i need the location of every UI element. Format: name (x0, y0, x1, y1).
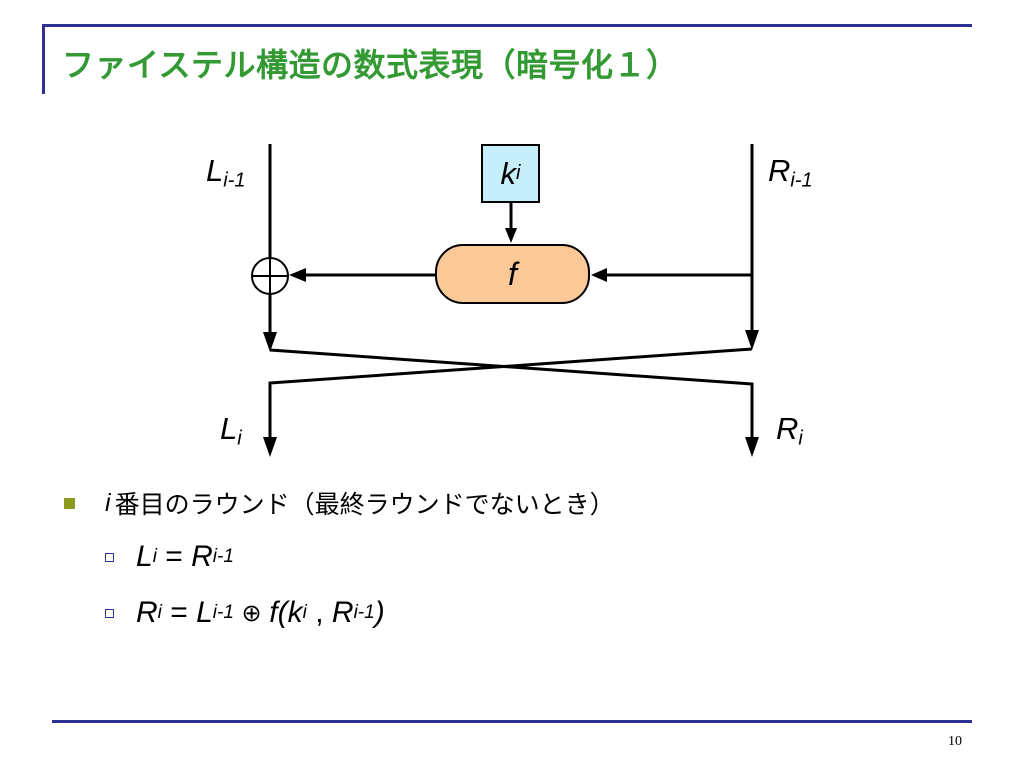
left-out-arrowhead (263, 437, 277, 457)
sub-bullet-marker (105, 608, 114, 618)
label-right-input: Ri-1 (768, 153, 813, 192)
xor-icon (251, 257, 289, 295)
cross-line-right-to-left (268, 347, 753, 440)
right-to-f-arrowhead (591, 268, 607, 282)
sub-bullet-marker (105, 552, 114, 562)
round-function-box: f (435, 244, 590, 304)
page-number: 10 (948, 734, 962, 749)
title-top-rule (42, 24, 972, 27)
footer-rule (52, 720, 972, 723)
slide-title: ファイステル構造の数式表現（暗号化１） (62, 46, 679, 84)
title-accent-bar (42, 24, 45, 94)
right-arrowhead-down (745, 330, 759, 350)
bullet-round-description: i 番目のラウンド（最終ラウンドでないとき） (64, 485, 615, 521)
cross-line-left-to-right (269, 348, 754, 440)
label-left-input: Li-1 (206, 153, 246, 192)
label-right-output: Ri (776, 411, 803, 450)
f-to-xor-arrowhead (289, 268, 306, 282)
bullet-marker (64, 497, 75, 509)
key-arrowhead (505, 228, 517, 243)
label-left-output: Li (220, 411, 242, 450)
right-out-arrowhead (745, 437, 759, 457)
left-arrowhead-down (263, 332, 277, 352)
